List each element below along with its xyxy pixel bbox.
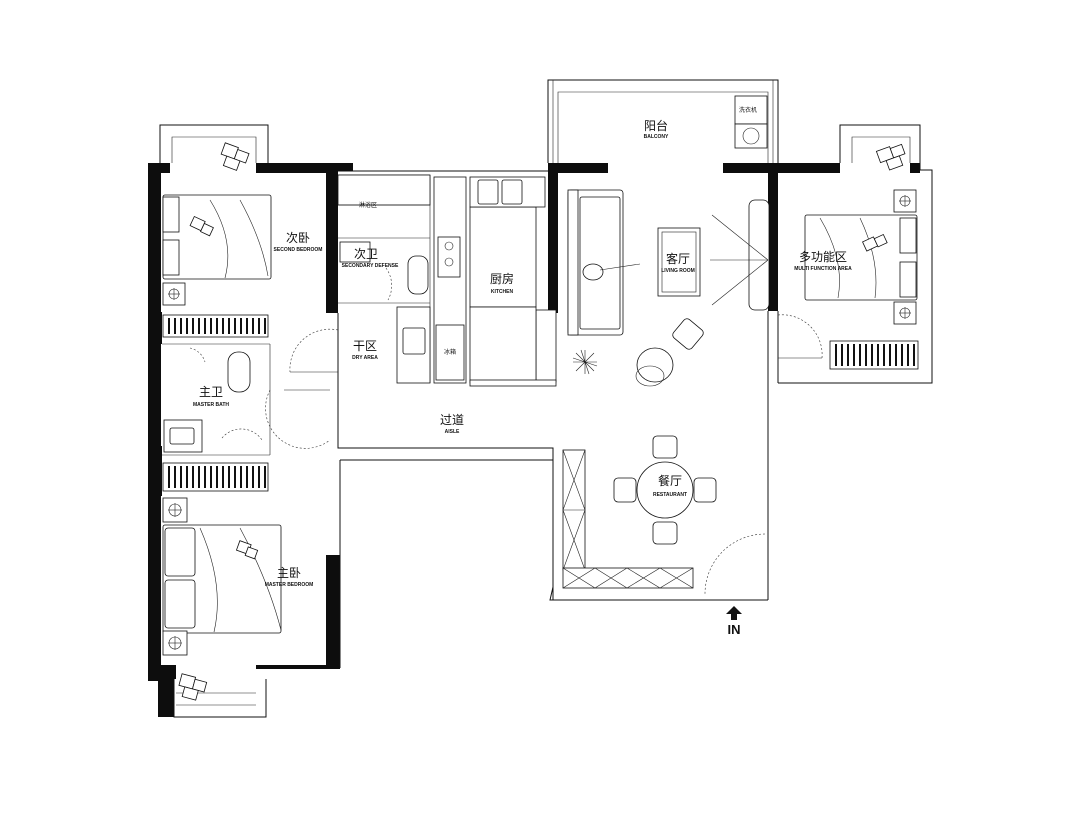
entrance-marker: IN: [726, 606, 742, 637]
wardrobe-stripe: [859, 344, 861, 366]
wardrobe-stripe: [168, 466, 170, 488]
wardrobe-stripe: [192, 318, 194, 334]
wardrobe-stripe: [889, 344, 891, 366]
wardrobe-stripe: [234, 466, 236, 488]
wardrobe-stripe: [210, 466, 212, 488]
wardrobe-stripe: [204, 466, 206, 488]
wardrobe-stripe: [835, 344, 837, 366]
wardrobe-stripe: [234, 318, 236, 334]
wardrobe-stripe: [907, 344, 909, 366]
wardrobe-stripe: [228, 318, 230, 334]
wardrobe-stripe: [258, 318, 260, 334]
wardrobe-stripe: [847, 344, 849, 366]
wardrobe-stripe: [258, 466, 260, 488]
bed-master: [162, 524, 282, 634]
label-dry-area-zh: 干区: [353, 339, 377, 353]
wardrobe-stripe: [252, 318, 254, 334]
sofa: [567, 189, 624, 336]
doors: [189, 267, 823, 596]
wardrobe-stripe: [174, 466, 176, 488]
label-kitchen-en: KITCHEN: [491, 289, 514, 295]
label-master-bedroom-zh: 主卧: [277, 566, 301, 580]
label-master-bath-en: MASTER BATH: [193, 402, 229, 408]
wardrobe-stripe: [186, 318, 188, 334]
label-aisle-zh: 过道: [440, 413, 464, 427]
label-master-bath-zh: 主卫: [199, 385, 223, 399]
master-bath-fixtures: [163, 351, 251, 453]
wardrobe-stripe: [883, 344, 885, 366]
secondary-bath-fixtures: [337, 174, 431, 295]
lounge-chairs: [635, 318, 704, 387]
bed-multifunction: [804, 214, 918, 301]
label-secondary-bath-en: SECONDARY DEFENSE: [342, 263, 399, 269]
person: [582, 263, 641, 281]
label-balcony-en: BALCONY: [644, 134, 669, 140]
kitchen-counter: [396, 176, 557, 387]
wardrobe-stripe: [186, 466, 188, 488]
label-master-bedroom-en: MASTER BEDROOM: [265, 582, 314, 588]
wardrobe-stripe: [264, 466, 266, 488]
wardrobe-stripe: [198, 466, 200, 488]
label-multi-function-zh: 多功能区: [799, 250, 847, 264]
wardrobe-stripe: [841, 344, 843, 366]
wardrobe-stripe: [240, 318, 242, 334]
label-second-bedroom-en: SECOND BEDROOM: [274, 247, 323, 253]
wardrobe-stripe: [877, 344, 879, 366]
wardrobe-stripe: [252, 466, 254, 488]
wardrobe-stripe: [222, 318, 224, 334]
coffee-table: [657, 227, 701, 297]
wardrobe-stripe: [180, 466, 182, 488]
label-balcony-zh: 阳台: [644, 118, 668, 133]
wardrobe-stripe: [901, 344, 903, 366]
label-kitchen-zh: 厨房: [490, 271, 514, 286]
washer: [734, 95, 768, 149]
nightstands: [162, 189, 917, 656]
entrance-label: IN: [728, 622, 741, 637]
wardrobe-stripe: [180, 318, 182, 334]
wardrobe-stripe: [895, 344, 897, 366]
wardrobe-stripe: [210, 318, 212, 334]
label-restaurant-en: RESTAURANT: [653, 492, 687, 498]
wardrobe-stripe: [240, 466, 242, 488]
wardrobe-stripe: [204, 318, 206, 334]
label-restaurant-zh: 餐厅: [658, 473, 682, 488]
wardrobe-stripe: [168, 318, 170, 334]
label-aisle-en: AISLE: [445, 429, 460, 435]
wardrobe-stripe: [264, 318, 266, 334]
wardrobe-stripe: [216, 466, 218, 488]
bed-second: [162, 194, 272, 280]
room-labels: 阳台 BALCONY 次卧 SECOND BEDROOM 次卫 SECONDAR…: [193, 106, 852, 588]
label-secondary-bath-zh: 次卫: [354, 247, 378, 261]
wardrobe-stripe: [246, 466, 248, 488]
plant-icons: [178, 142, 906, 701]
wardrobe-stripe: [228, 466, 230, 488]
label-shower: 淋浴区: [359, 201, 377, 209]
label-washer: 洗衣机: [739, 106, 757, 114]
label-multi-function-en: MULTI FUNCTION AREA: [794, 266, 852, 272]
wardrobe-stripe: [913, 344, 915, 366]
wardrobe-stripe: [216, 318, 218, 334]
dining-set: [562, 435, 717, 589]
tv-wall: [710, 199, 770, 311]
wardrobe-stripe: [865, 344, 867, 366]
wardrobe-stripe: [222, 466, 224, 488]
wardrobe-multifunction: [829, 340, 919, 370]
wardrobe-stripe: [246, 318, 248, 334]
wardrobe-stripe: [192, 466, 194, 488]
wardrobe-stripe: [174, 318, 176, 334]
wardrobe-stripes: [168, 318, 915, 488]
wardrobe-stripe: [853, 344, 855, 366]
walls: [148, 163, 920, 717]
label-fridge: 冰箱: [444, 348, 456, 356]
label-second-bedroom-zh: 次卧: [286, 231, 310, 245]
wardrobe-stripe: [871, 344, 873, 366]
label-dry-area-en: DRY AREA: [352, 355, 378, 361]
label-living-room-zh: 客厅: [666, 251, 690, 266]
wardrobe-stripe: [198, 318, 200, 334]
label-living-room-en: LIVING ROOM: [661, 268, 695, 274]
